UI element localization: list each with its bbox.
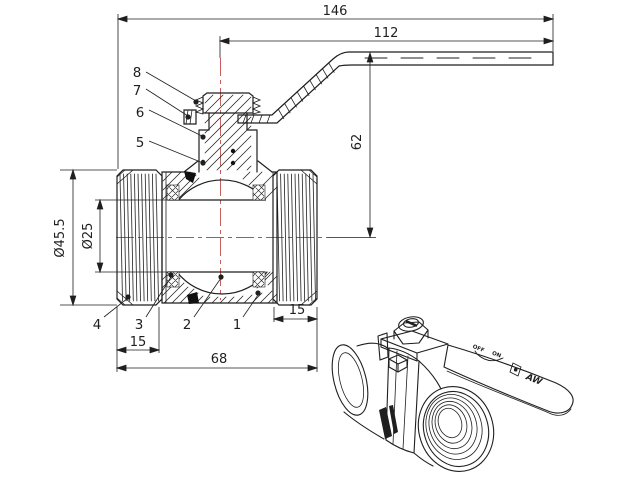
handle-ticks [242,62,335,124]
dim-label-15-right: 15 [289,303,306,318]
handle-off-label: OFF [472,344,486,354]
left-threads [119,173,159,302]
dim-label-od: Ø45.5 [53,218,68,257]
callout-dot [200,134,206,140]
dim-label-62: 62 [350,134,365,151]
leader-4 [103,297,129,318]
dim-thread-right [272,307,319,323]
gland-nut [202,92,254,114]
cross-section-view [116,51,554,306]
right-threads [276,173,316,302]
seat-ring [166,184,180,201]
dim-label-bore: Ø25 [81,223,96,250]
leader-8 [145,71,197,102]
left-end-cap [116,169,163,306]
dim-label-112: 112 [374,26,399,41]
callout-labels: 8 7 6 5 4 3 2 1 [93,65,261,333]
gland-thread-left [194,96,205,115]
iso-handle [443,344,574,416]
leader-5 [148,140,204,164]
handle-brand-label: AW [523,372,544,388]
right-end-cap [272,169,318,306]
callout-dot [168,272,174,278]
callout-dot [125,294,131,300]
seal-wedges [184,171,199,304]
iso-square-tab [388,354,408,373]
dim-bore-diameter [95,198,168,274]
gland-thread-right [251,96,262,115]
callout-8: 8 [133,65,142,81]
dim-outer-diameter [60,168,117,307]
callout-1: 1 [233,317,242,333]
iso-bracket-plate [380,330,449,362]
centerlines [116,58,327,300]
callout-7: 7 [133,83,142,99]
dim-handle-length [218,36,555,58]
leader-2 [193,277,222,318]
stem-hatching [204,94,252,171]
seat-ring [252,271,266,288]
logo-drop [513,367,518,372]
callout-2: 2 [183,317,192,333]
stem-slot [405,320,418,327]
callout-dot [255,290,261,296]
leader-7 [145,88,189,117]
iso-left-flange [377,332,389,361]
dim-label-146: 146 [323,4,348,19]
iso-view: OFF ON AW [331,316,574,473]
leader-3 [145,276,172,318]
iso-stem-nut [377,316,449,373]
handle-on-label: ON [491,351,502,360]
leader-6 [148,109,203,137]
callout-3: 3 [135,317,144,333]
rotation-arrow [474,350,504,362]
dim-label-68: 68 [211,352,228,367]
callout-dot [193,99,199,105]
dim-handle-height [327,51,376,239]
handle-section [183,51,554,125]
dim-label-15-left: 15 [130,335,147,350]
dimension-annotations: 146 112 62 Ø45.5 Ø25 15 68 15 [53,4,555,372]
leader-1 [242,294,259,318]
callout-dot [200,160,206,166]
dimension-labels: 146 112 62 Ø45.5 Ø25 15 68 15 [53,4,398,367]
dim-overall-length [116,14,555,169]
callout-5: 5 [136,135,145,151]
callout-dot [218,274,224,280]
logo-shield [509,362,522,377]
iso-front-port [417,385,495,473]
body-marking-bars [379,405,398,439]
seat-ring [252,184,266,201]
dim-thread-left [115,307,161,354]
ball-top-arc [178,179,266,201]
stem-assembly [194,92,262,173]
callout-4: 4 [93,317,102,333]
callout-6: 6 [136,105,145,121]
dim-body-length [115,307,319,372]
callout-dot [185,114,191,120]
iso-body [331,342,442,467]
